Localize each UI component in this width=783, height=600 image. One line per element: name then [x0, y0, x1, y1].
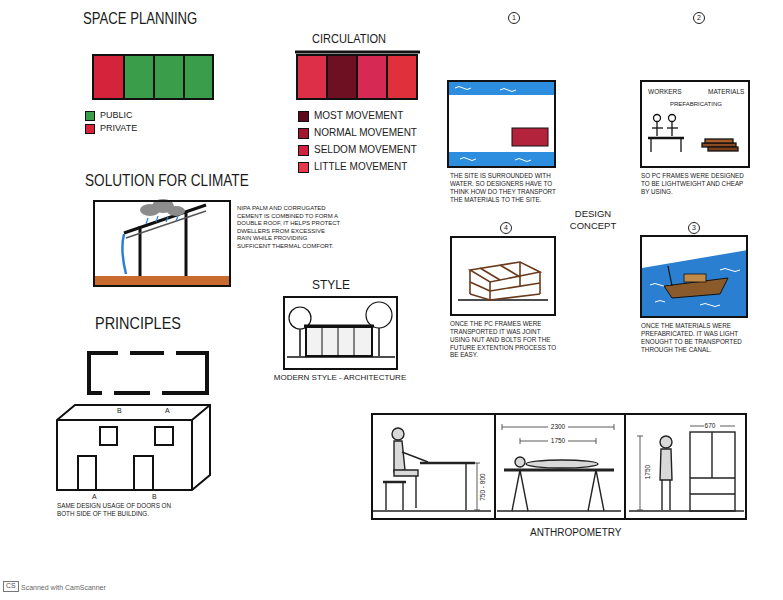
legend-text: NORMAL MOVEMENT — [314, 127, 417, 140]
section-heading: PRINCIPLES — [95, 313, 181, 334]
workers-prefabricating — [648, 115, 738, 153]
door-letter: B — [117, 407, 122, 416]
dimension-lines — [474, 424, 735, 510]
concept-panel: 1THE SITE IS SURROUNDED WITH WATER. SO D… — [447, 80, 556, 168]
concept-panel: 4ONCE THE PC FRAMES WERE TRANSPORTED IT … — [450, 236, 556, 316]
dimension-text: 670 — [705, 422, 716, 430]
legend-swatch — [298, 128, 309, 139]
figure-label: WORKERS — [648, 88, 682, 96]
concept-panel: 2WORKERSMATERIALSPREFABRICATINGSO PC FRA… — [640, 80, 750, 168]
pc-frame-sketch — [458, 262, 548, 300]
caption-text: THE SITE IS SURROUNDED WITH WATER. SO DE… — [450, 172, 558, 203]
watermark-text: Scanned with CamScanner — [21, 584, 106, 593]
anthropometry-panel: ANTHROPOMETRY750 - 800230017506701750 — [371, 413, 747, 520]
floor-plan — [89, 350, 207, 396]
space-planning-bar — [93, 55, 213, 99]
anthropometry-cell: 750 - 800 — [373, 415, 494, 518]
dimension-text: 1750 — [644, 465, 652, 479]
callout-number: 1 — [508, 12, 520, 24]
section-heading: STYLE — [312, 278, 350, 293]
legend-swatch — [85, 111, 95, 121]
anthropometry-figures — [372, 428, 744, 511]
callout-number: 4 — [500, 222, 512, 234]
door-letter: A — [165, 407, 170, 416]
circulation-bar — [295, 52, 420, 99]
canal-boat — [642, 250, 748, 316]
section-heading: SOLUTION FOR CLIMATE — [85, 170, 249, 191]
legend-text: MOST MOVEMENT — [314, 110, 403, 123]
callout-number: 3 — [688, 222, 700, 234]
section-heading: CIRCULATION — [312, 31, 386, 47]
caption-text: ONCE THE MATERIALS WERE PREFABRICATED. I… — [641, 322, 751, 353]
modern-house-sketch — [287, 302, 395, 357]
door-letter: A — [92, 493, 97, 502]
climate-panel: NIPA PALM AND CORRUGATED CEMENT IS COMBI… — [93, 200, 231, 287]
legend-swatch — [298, 145, 309, 156]
room-node: BAABSAME DESIGN USAGE OF DOORS ON BOTH S… — [57, 405, 210, 490]
legend-text: SELDOM MOVEMENT — [314, 144, 417, 157]
caption-text: MODERN STYLE - ARCHITECTURE — [265, 373, 415, 383]
dimension-text: 1750 — [551, 437, 565, 445]
style-panel: STYLEMODERN STYLE - ARCHITECTURE — [283, 296, 398, 370]
anthropometry-cell: 670 1750 — [626, 415, 749, 518]
caption-text: SO PC FRAMES WERE DESIGNED TO BE LIGHTWE… — [641, 172, 753, 196]
site-water — [449, 82, 554, 166]
dimension-text: 750 - 800 — [479, 473, 487, 500]
callout-number: 2 — [693, 12, 705, 24]
door-letter: B — [152, 493, 157, 502]
figure-label: PREFABRICATING — [670, 101, 722, 109]
legend-text: PUBLIC — [100, 110, 133, 121]
legend-swatch — [298, 111, 309, 122]
section-heading: DESIGN CONCEPT — [566, 208, 620, 233]
caption-text: NIPA PALM AND CORRUGATED CEMENT IS COMBI… — [237, 205, 341, 250]
section-heading: ANTHROPOMETRY — [530, 527, 622, 540]
anthropometry-cell: 2300 1750 — [494, 415, 626, 518]
caption-text: ONCE THE PC FRAMES WERE TRANSPORTED IT W… — [450, 320, 560, 359]
caption-text: SAME DESIGN USAGE OF DOORS ON BOTH SIDE … — [57, 502, 182, 518]
room-perspective — [57, 405, 210, 490]
double-roof-illustration — [95, 199, 229, 285]
figure-label: MATERIALS — [708, 88, 744, 96]
watermark-logo: CS — [3, 581, 19, 592]
legend-swatch — [298, 162, 309, 173]
legend-text: PRIVATE — [100, 123, 137, 134]
legend-swatch — [85, 124, 95, 134]
concept-panel: 3ONCE THE MATERIALS WERE PREFABRICATED. … — [640, 235, 748, 318]
dimension-text: 2300 — [551, 423, 565, 431]
legend-text: LITTLE MOVEMENT — [314, 161, 407, 174]
section-heading: SPACE PLANNING — [83, 9, 197, 29]
